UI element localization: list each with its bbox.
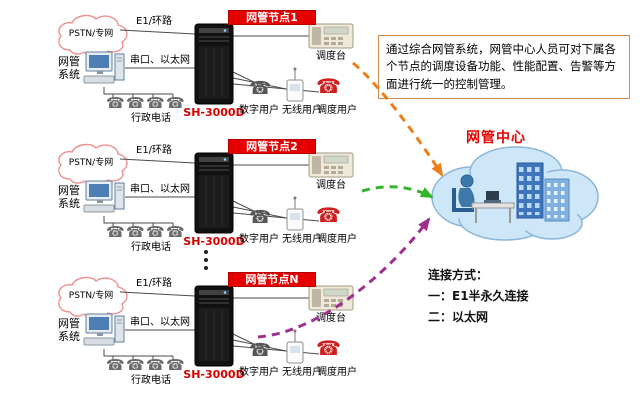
computer-icon	[83, 313, 125, 346]
phone-icon: ☎	[146, 356, 165, 374]
dispatch-user-label: 调度用户	[317, 367, 357, 378]
serial-ethernet-label: 串口、以太网	[130, 317, 190, 328]
server-model-label: SH-3000D	[183, 235, 245, 248]
digital-phone-icon: ☎	[249, 78, 272, 99]
digital-user-label: 数字用户	[239, 105, 279, 116]
dispatch-console-icon	[308, 23, 354, 49]
phone-icon: ☎	[126, 223, 145, 241]
nms-label: 网管系统	[58, 317, 80, 344]
node-artwork	[58, 143, 354, 234]
admin-phone-label: 行政电话	[131, 375, 171, 386]
node-group-n: 网管节点N PSTN/专网 E1/环路 网管系统 串口、以太网 SH-3000D…	[52, 272, 382, 394]
operator-at-desk-icon	[452, 174, 515, 223]
admin-phone-label: 行政电话	[131, 113, 171, 124]
vertical-ellipsis	[204, 250, 209, 274]
phone-icon: ☎	[106, 356, 125, 374]
wireless-user-label: 无线用户	[282, 367, 322, 378]
server-model-label: SH-3000D	[183, 106, 245, 119]
dispatch-phone-icon: ☎	[316, 74, 341, 98]
nms-label: 网管系统	[58, 184, 80, 211]
computer-icon	[83, 180, 125, 213]
node-group-2: 网管节点2 PSTN/专网 E1/环路 网管系统 串口、以太网 SH-3000D…	[52, 139, 382, 261]
digital-phone-icon: ☎	[249, 207, 272, 228]
phone-icon: ☎	[126, 356, 145, 374]
server-icon	[194, 152, 234, 234]
server-model-label: SH-3000D	[183, 368, 245, 381]
pstn-label: PSTN/专网	[68, 158, 114, 168]
connection-method-2: 二：以太网	[428, 310, 489, 324]
description-box: 通过综合网管系统，网管中心人员可对下属各个节点的调度设备功能、性能配置、告警等方…	[378, 35, 630, 99]
network-center-cloud-icon	[431, 146, 599, 241]
dispatch-user-label: 调度用户	[317, 105, 357, 116]
node-banner: 网管节点N	[228, 272, 316, 287]
computer-icon	[83, 51, 125, 84]
dispatch-console-icon	[308, 285, 354, 311]
wireless-device-icon	[286, 329, 304, 364]
dispatch-console-label: 调度台	[316, 313, 346, 324]
phone-icon: ☎	[146, 94, 165, 112]
node-banner: 网管节点2	[228, 139, 316, 154]
e1-link-label: E1/环路	[136, 278, 173, 289]
wireless-user-label: 无线用户	[282, 105, 322, 116]
phone-icon: ☎	[106, 223, 125, 241]
e1-link-label: E1/环路	[136, 145, 173, 156]
dispatch-console-icon	[308, 152, 354, 178]
nms-label: 网管系统	[58, 55, 80, 82]
server-icon	[194, 285, 234, 367]
e1-link-label: E1/环路	[136, 16, 173, 27]
node-banner: 网管节点1	[228, 10, 316, 25]
admin-phone-label: 行政电话	[131, 242, 171, 253]
connector-lines	[103, 29, 320, 99]
pstn-label: PSTN/专网	[68, 29, 114, 39]
dispatch-user-label: 调度用户	[317, 234, 357, 245]
digital-user-label: 数字用户	[239, 367, 279, 378]
phone-icon: ☎	[106, 94, 125, 112]
dispatch-console-label: 调度台	[316, 180, 346, 191]
phone-icon: ☎	[146, 223, 165, 241]
network-center-label: 网管中心	[466, 130, 526, 146]
node-group-1: 网管节点1 PSTN/专网 E1/环路 网管系统 串口、以太网 SH-3000D…	[52, 10, 382, 132]
serial-ethernet-label: 串口、以太网	[130, 184, 190, 195]
digital-user-label: 数字用户	[239, 234, 279, 245]
dispatch-console-label: 调度台	[316, 51, 346, 62]
phone-icon: ☎	[126, 94, 145, 112]
pstn-label: PSTN/专网	[68, 291, 114, 301]
connection-method-1: 一：E1半永久连接	[428, 289, 529, 303]
digital-phone-icon: ☎	[249, 340, 272, 361]
server-icon	[194, 23, 234, 105]
connection-title: 连接方式：	[428, 268, 489, 282]
phone-icon: ☎	[166, 356, 185, 374]
wireless-device-icon	[286, 196, 304, 231]
connection-methods: 连接方式： 一：E1半永久连接 二：以太网	[428, 265, 529, 328]
serial-ethernet-label: 串口、以太网	[130, 55, 190, 66]
phone-icon: ☎	[166, 223, 185, 241]
node-artwork	[58, 14, 354, 105]
dispatch-phone-icon: ☎	[316, 336, 341, 360]
building-icon	[516, 162, 570, 222]
wireless-device-icon	[286, 67, 304, 102]
phone-icon: ☎	[166, 94, 185, 112]
dispatch-phone-icon: ☎	[316, 203, 341, 227]
